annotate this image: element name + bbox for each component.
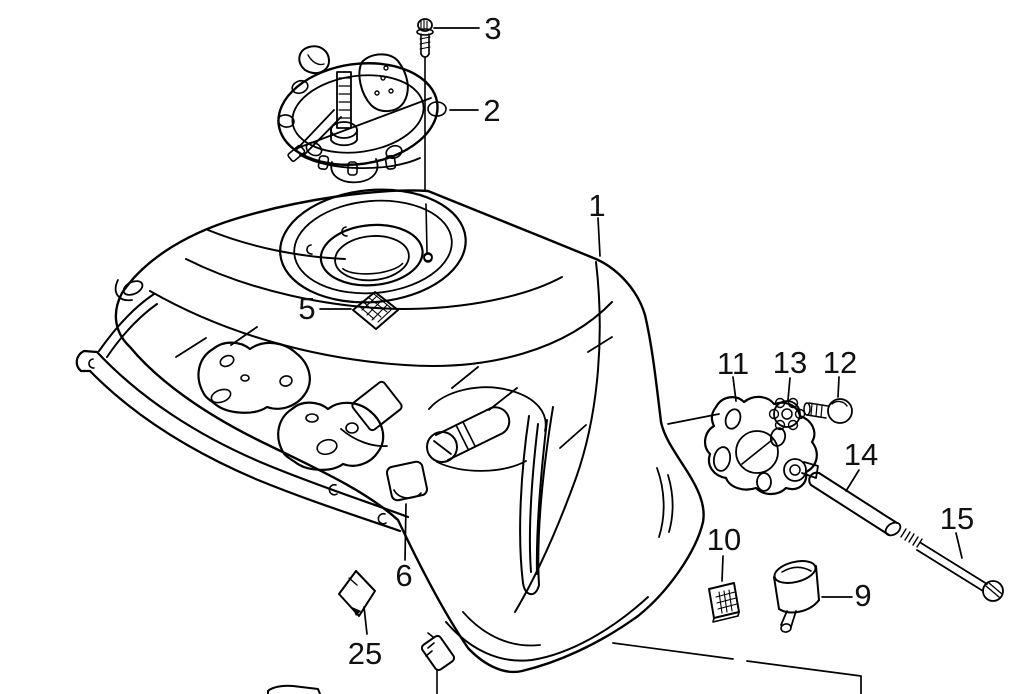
bolt-12	[803, 398, 853, 424]
part-label-25: 25	[347, 636, 383, 671]
part-label-15: 15	[939, 501, 975, 536]
cutoff-part-bottom	[267, 684, 321, 694]
cushion-pad-10	[708, 582, 740, 623]
part-label-12: 12	[822, 345, 858, 380]
fuel-pump-assembly	[277, 45, 447, 184]
cushion-pad-5	[352, 291, 399, 330]
fuel-tank	[114, 188, 705, 674]
clip-part	[420, 632, 456, 694]
part-label-14: 14	[843, 437, 879, 472]
part-label-1: 1	[588, 188, 606, 223]
damper-9	[773, 560, 820, 633]
frame-brackets	[75, 293, 410, 533]
nut-13	[768, 397, 806, 431]
tank-underside-details	[328, 380, 547, 525]
part-label-2: 2	[483, 93, 501, 128]
part-label-13: 13	[772, 345, 808, 380]
part-label-9: 9	[854, 578, 872, 613]
part-label-3: 3	[484, 11, 502, 46]
part-label-5: 5	[298, 291, 316, 326]
part-label-6: 6	[395, 558, 413, 593]
bracket-11	[704, 395, 819, 496]
bolt-15	[900, 528, 1004, 602]
cushion-pad-25	[338, 570, 376, 617]
part-label-11: 11	[716, 346, 750, 381]
screw-3	[416, 18, 434, 253]
leader-lines	[319, 27, 963, 694]
cushion-6	[385, 460, 429, 502]
spacer-14	[808, 471, 902, 537]
part-label-10: 10	[706, 522, 742, 557]
